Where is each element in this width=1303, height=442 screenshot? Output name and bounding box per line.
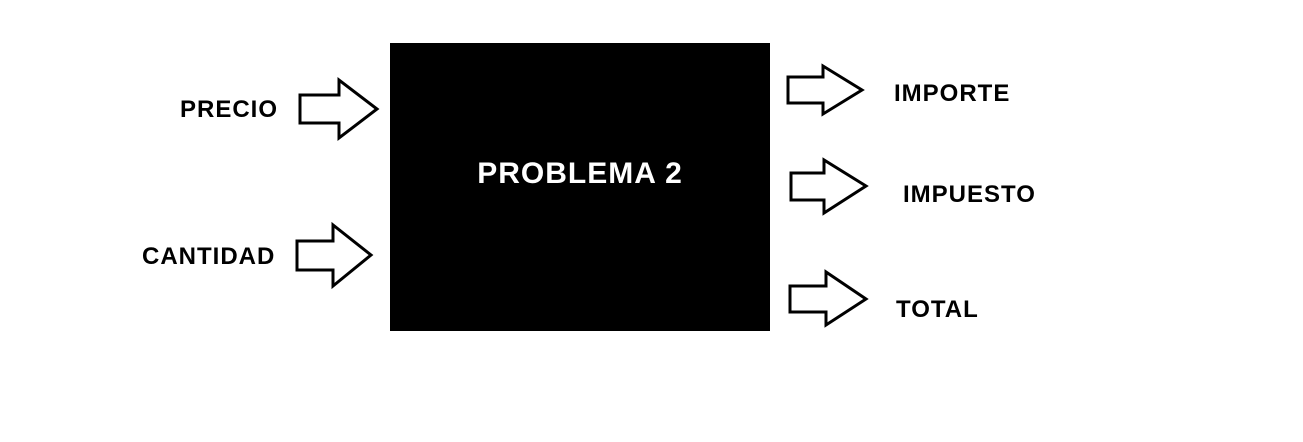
output-arrow-importe <box>786 63 865 117</box>
output-label-importe: IMPORTE <box>894 80 1011 107</box>
output-arrow-impuesto <box>789 157 869 216</box>
process-title: PROBLEMA 2 <box>477 157 683 190</box>
output-label-impuesto: IMPUESTO <box>903 181 1036 208</box>
input-label-cantidad: CANTIDAD <box>142 243 276 270</box>
output-label-total: TOTAL <box>896 296 979 323</box>
input-label-precio: PRECIO <box>180 96 279 123</box>
output-arrow-total <box>788 269 869 328</box>
input-arrow-cantidad <box>295 221 374 290</box>
process-box: PROBLEMA 2 <box>390 43 770 331</box>
input-arrow-precio <box>298 76 380 142</box>
